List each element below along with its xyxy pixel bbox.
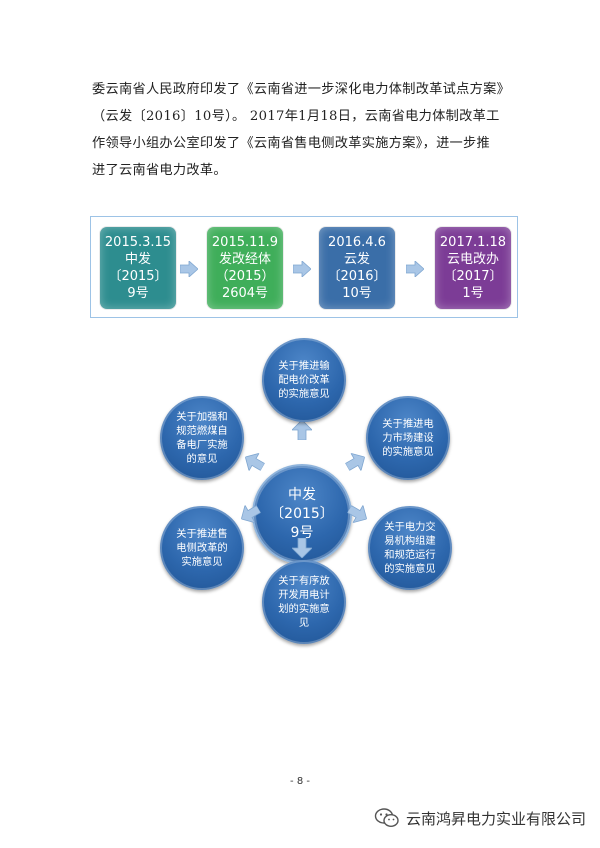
- circle-text: 关于推进售: [176, 528, 228, 540]
- circle-text: 和规范运行: [384, 549, 436, 561]
- timeline-date: 2017.1.18: [439, 235, 507, 250]
- circle-text: 关于加强和: [176, 411, 228, 423]
- circle-text: 规范燃煤自: [176, 425, 228, 437]
- timeline-year: 〔2015〕: [108, 269, 168, 284]
- arrow-right-icon: [406, 261, 424, 277]
- timeline-issuer: 云发: [343, 252, 370, 267]
- circle-text: 划的实施意: [278, 603, 330, 615]
- circle-text: 关于推进电: [382, 418, 434, 430]
- circle-text: 易机构组建: [384, 535, 436, 547]
- timeline-number: 10号: [342, 286, 372, 301]
- timeline-number: 9号: [127, 286, 149, 301]
- arrow-down-icon: [292, 538, 312, 558]
- wechat-icon: [374, 808, 399, 828]
- circle-text: 关于电力交: [384, 521, 436, 533]
- center-number: 9号: [290, 524, 314, 541]
- timeline-box-2015-11-9: 2015.11.9 发改经体 （2015） 2604号: [207, 227, 283, 309]
- brand-watermark: 云南鸿昇电力实业有限公司: [374, 806, 586, 830]
- arrow-right-icon: [180, 261, 198, 277]
- timeline-issuer: 云电改办: [446, 252, 499, 267]
- policy-circle-generation-plan: 关于有序放 开发用电计 划的实施意 见: [262, 560, 346, 644]
- circle-text: 配电价改革: [278, 374, 330, 386]
- paragraph-line: 委云南省人民政府印发了《云南省进一步深化电力体制改革试点方案》: [92, 82, 511, 97]
- paragraph-line: 进了云南省电力改革。: [92, 163, 227, 178]
- timeline-date: 2015.11.9: [211, 235, 279, 250]
- body-paragraph: 委云南省人民政府印发了《云南省进一步深化电力体制改革试点方案》 （云发〔2016…: [92, 76, 528, 184]
- policy-radial-diagram: 中发 〔2015〕 9号 关于推进输 配电价改革 的实施意见 关于推进电 力市场…: [0, 320, 600, 650]
- circle-text: 开发用电计: [278, 589, 330, 601]
- circle-text: 实施意见: [181, 556, 223, 568]
- circle-text: 力市场建设: [382, 432, 434, 444]
- circle-text: 备电厂实施: [176, 439, 228, 451]
- arrow-lower-right-icon: [346, 504, 368, 524]
- timeline-issuer: 中发: [124, 252, 151, 267]
- circle-text: 的实施意见: [384, 563, 436, 575]
- circle-text: 电侧改革的: [176, 542, 228, 554]
- arrow-right-icon: [293, 261, 311, 277]
- paragraph-line: （云发〔2016〕10号）。 2017年1月18日，云南省电力体制改革工: [92, 109, 500, 124]
- policy-circle-transmission-pricing: 关于推进输 配电价改革 的实施意见: [262, 338, 346, 422]
- arrow-up-icon: [292, 420, 312, 440]
- circle-text: 的实施意见: [382, 446, 434, 458]
- center-issuer: 中发: [288, 486, 316, 503]
- policy-circle-retail-side: 关于推进售 电侧改革的 实施意见: [160, 506, 244, 590]
- circle-text: 见: [298, 617, 310, 629]
- timeline-date: 2016.4.6: [328, 235, 386, 250]
- policy-timeline: 2015.3.15 中发 〔2015〕 9号 2015.11.9 发改经体 （2…: [90, 216, 518, 318]
- circle-text: 的实施意见: [278, 388, 330, 400]
- circle-text: 的意见: [186, 453, 218, 465]
- timeline-box-2016-4-6: 2016.4.6 云发 〔2016〕 10号: [319, 227, 395, 309]
- timeline-issuer: 发改经体: [218, 252, 271, 267]
- arrow-upper-right-icon: [344, 452, 366, 472]
- arrow-upper-left-icon: [244, 452, 266, 472]
- policy-circle-market-construction: 关于推进电 力市场建设 的实施意见: [366, 396, 450, 480]
- paragraph-line: 作领导小组办公室印发了《云南省售电侧改革实施方案》，进一步推: [92, 136, 491, 151]
- timeline-box-2017-1-18: 2017.1.18 云电改办 〔2017〕 1号: [435, 227, 511, 309]
- circle-text: 关于有序放: [278, 575, 330, 587]
- policy-circle-captive-coal-plants: 关于加强和 规范燃煤自 备电厂实施 的意见: [160, 396, 244, 480]
- timeline-number: 2604号: [221, 286, 269, 301]
- page-number: - 8 -: [290, 776, 310, 787]
- timeline-number: 1号: [462, 286, 484, 301]
- timeline-year: （2015）: [215, 269, 275, 284]
- center-year: 〔2015〕: [270, 505, 334, 522]
- timeline-date: 2015.3.15: [104, 235, 172, 250]
- circle-text: 关于推进输: [278, 360, 330, 372]
- timeline-year: 〔2017〕: [443, 269, 503, 284]
- arrow-lower-left-icon: [240, 504, 262, 524]
- timeline-year: 〔2016〕: [327, 269, 387, 284]
- brand-name: 云南鸿昇电力实业有限公司: [405, 809, 586, 828]
- policy-circle-trading-institution: 关于电力交 易机构组建 和规范运行 的实施意见: [368, 506, 452, 590]
- timeline-box-2015-3-15: 2015.3.15 中发 〔2015〕 9号: [100, 227, 176, 309]
